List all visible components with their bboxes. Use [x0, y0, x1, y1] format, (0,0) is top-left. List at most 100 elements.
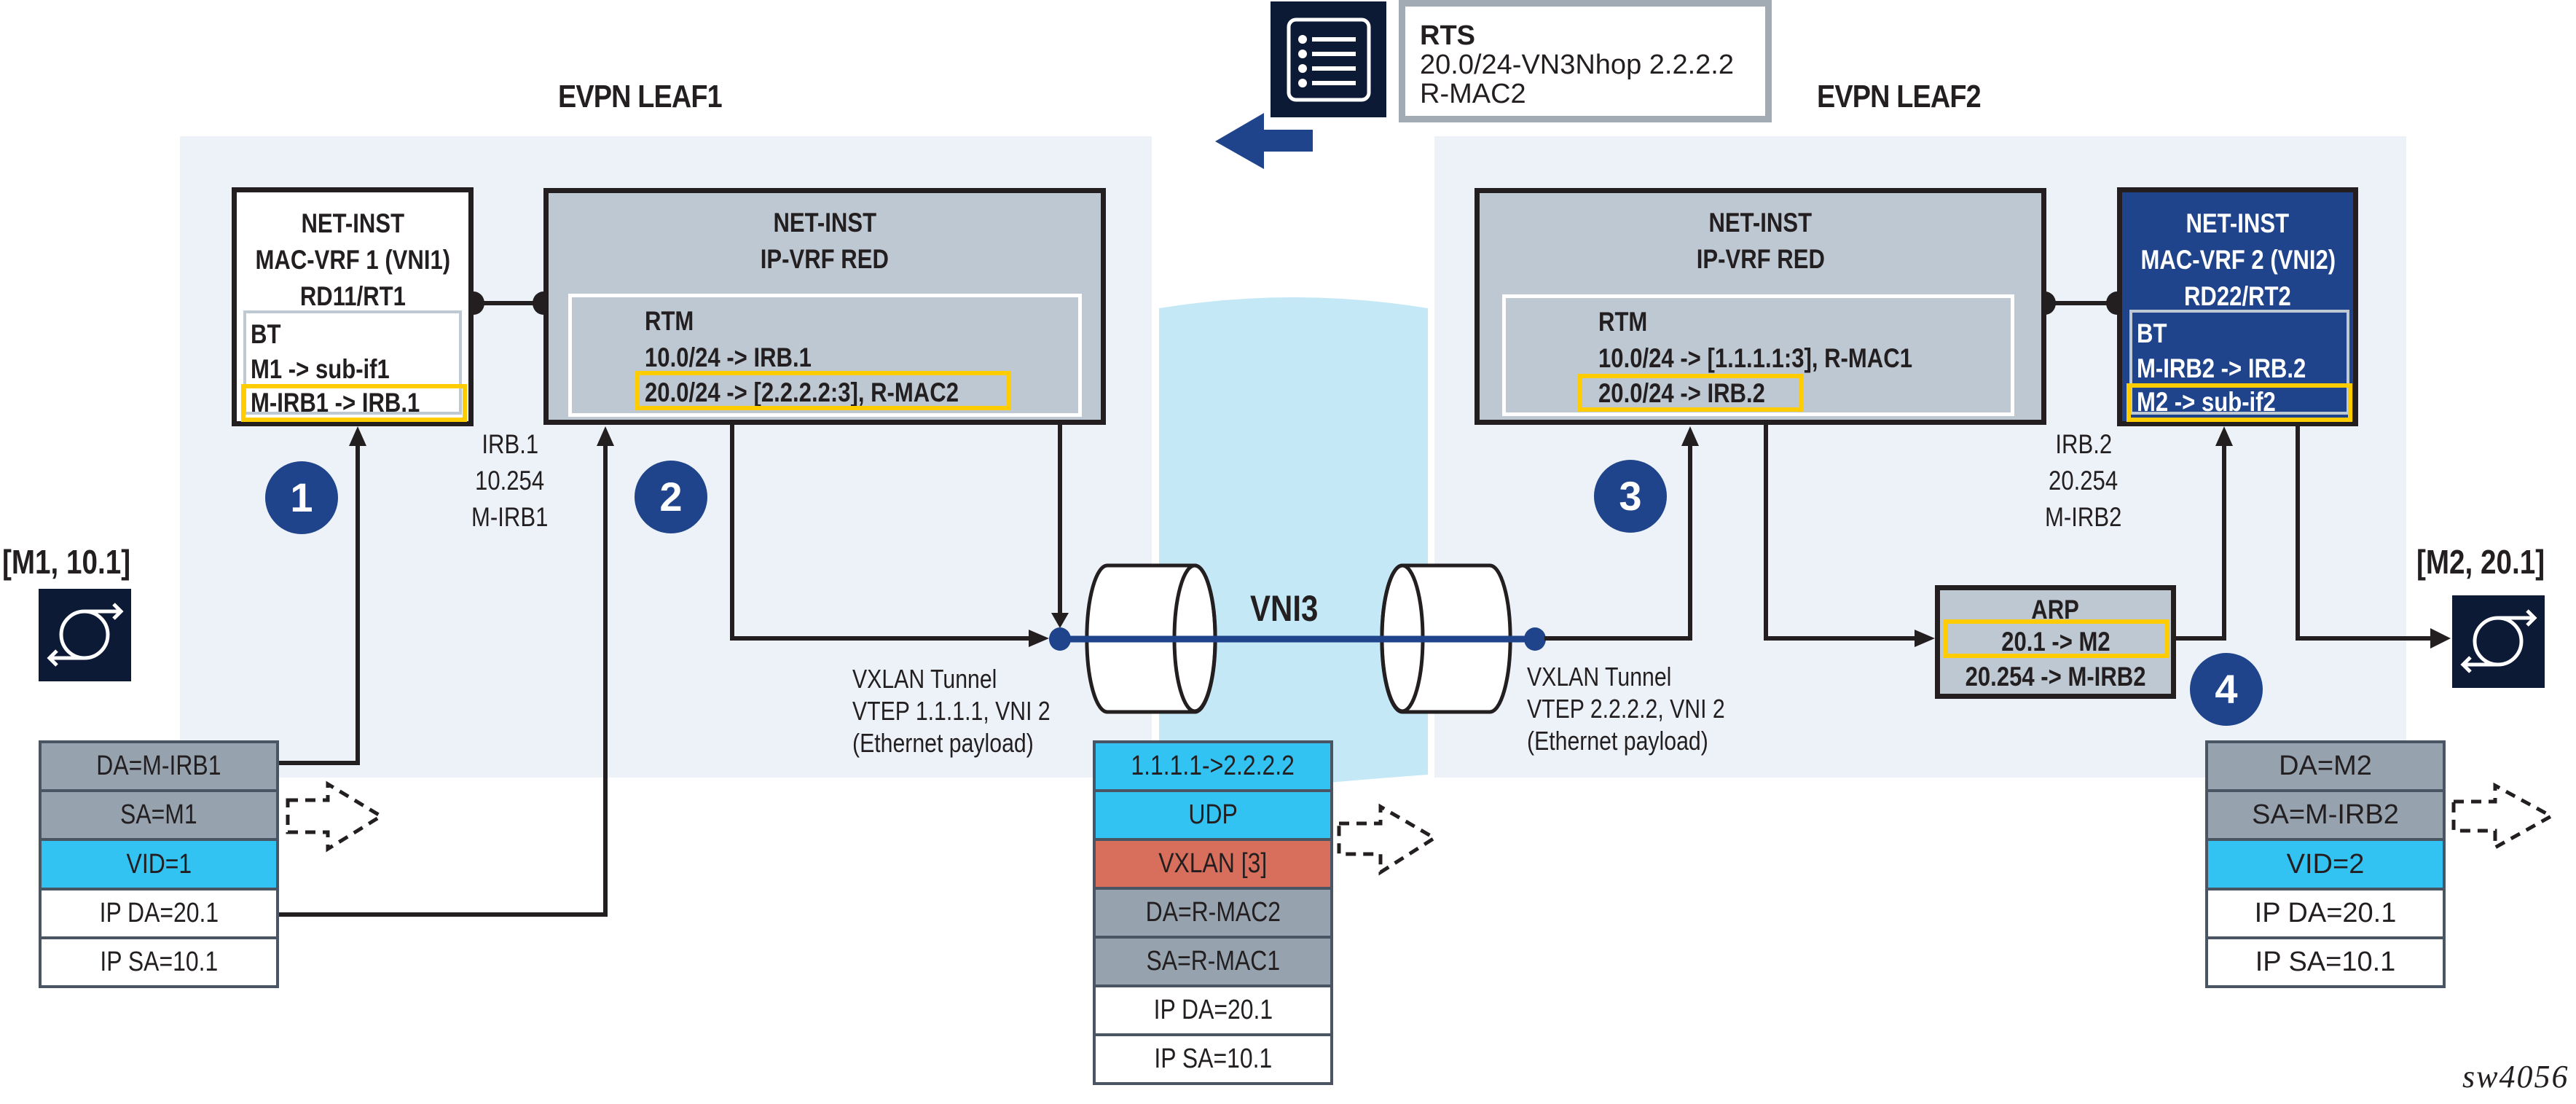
irb-mac: M-IRB2	[2045, 502, 2122, 532]
highlight-box	[635, 371, 1011, 410]
packet-field-text: VXLAN [3]	[1158, 848, 1268, 879]
packet-field-text: DA=R-MAC2	[1145, 897, 1281, 928]
irb-name: IRB.2	[2055, 429, 2112, 459]
highlight-box	[241, 384, 467, 422]
rtm-entry: 20.0/24 -> IRB.2	[1598, 378, 1765, 408]
leaf1-mac-vrf-box[interactable]: NET-INST MAC-VRF 1 (VNI1) RD11/RT1 BT M1…	[232, 187, 474, 426]
flow-line-ipda	[279, 437, 608, 917]
bt-entry: M2 -> sub-if2	[2137, 387, 2276, 417]
dashed-arrow-icon	[2451, 782, 2556, 851]
irb1-label: IRB.1 10.254 M-IRB1	[452, 426, 568, 536]
ip-vrf-name: IP-VRF RED	[1696, 244, 1825, 274]
packet-header-field: IP DA=20.1	[42, 890, 276, 936]
bridge-table: BT M1 -> sub-if1 M-IRB1 -> IRB.1	[243, 310, 462, 418]
step-badge-1: 1	[265, 461, 338, 534]
packet-field-text: IP SA=10.1	[2255, 946, 2396, 977]
packet-header-field: IP DA=20.1	[2208, 890, 2443, 936]
arrow-left-icon	[1215, 113, 1313, 169]
packet-header-field: VID=1	[42, 841, 276, 888]
rtm-title: RTM	[645, 306, 694, 336]
host-left-label: [M1, 10.1]	[2, 543, 131, 581]
bt-title: BT	[251, 319, 281, 349]
packet-field-text: VID=1	[126, 848, 192, 880]
bt-entry: M1 -> sub-if1	[251, 354, 390, 384]
mac-vrf-header: NET-INST	[301, 208, 404, 238]
vtep2-label: VXLAN Tunnel VTEP 2.2.2.2, VNI 2 (Ethern…	[1527, 662, 1725, 756]
mac-vrf-name: MAC-VRF 1 (VNI1)	[255, 245, 451, 275]
irb-name: IRB.1	[482, 429, 538, 459]
figure-id: sw4056	[2462, 1059, 2569, 1095]
packet-field-text: IP DA=20.1	[99, 897, 219, 928]
packet-header-field: SA=M1	[42, 792, 276, 839]
packet-header-field: VXLAN [3]	[1096, 841, 1330, 887]
packet-header-field: IP SA=10.1	[1096, 1036, 1330, 1082]
ip-vrf-name: IP-VRF RED	[760, 244, 890, 274]
rtm-entry: 20.0/24 -> [2.2.2.2:3], R-MAC2	[645, 377, 959, 407]
route-table: RTM 10.0/24 -> [1.1.1.1:3], R-MAC1 20.0/…	[1502, 294, 2014, 416]
mac-vrf-rd-rt: RD11/RT1	[299, 281, 406, 311]
flow-line-tunnel-ipvrf2	[1544, 437, 1692, 641]
packet-header-field: SA=R-MAC1	[1096, 939, 1330, 984]
irb-mac: M-IRB1	[471, 502, 549, 532]
packet-field-text: IP DA=20.1	[1153, 995, 1273, 1025]
flow-line-ipvrf-tunnel	[730, 425, 1042, 641]
rts-box: RTS 20.0/24-VN3Nhop 2.2.2.2 R-MAC2	[1399, 0, 1772, 122]
arp-table-box[interactable]: ARP 20.1 -> M2 20.254 -> M-IRB2	[1935, 585, 2176, 699]
packet-header-field: IP SA=10.1	[42, 939, 276, 986]
packet-field-text: IP SA=10.1	[100, 946, 218, 977]
packet-field-text: IP SA=10.1	[1154, 1044, 1272, 1074]
highlight-box	[1578, 374, 1803, 412]
packet-header-field: DA=M2	[2208, 743, 2443, 790]
host-exchange-icon[interactable]	[2452, 595, 2545, 688]
leaf2-ip-vrf-box[interactable]: NET-INST IP-VRF RED RTM 10.0/24 -> [1.1.…	[1474, 188, 2046, 425]
ip-vrf-header: NET-INST	[1708, 208, 1813, 238]
vtep1-label: VXLAN Tunnel VTEP 1.1.1.1, VNI 2 (Ethern…	[852, 664, 1051, 758]
rts-route: 20.0/24-VN3Nhop 2.2.2.2	[1420, 50, 1734, 80]
arp-entry: 20.254 -> M-IRB2	[1965, 662, 2146, 692]
packet-header-field: DA=M-IRB1	[42, 743, 276, 790]
leaf2-mac-vrf-box[interactable]: NET-INST MAC-VRF 2 (VNI2) RD22/RT2 BT M-…	[2117, 187, 2358, 426]
packet-field-text: SA=M1	[120, 799, 197, 831]
dashed-arrow-icon	[286, 780, 385, 853]
rts-rmac: R-MAC2	[1420, 79, 1526, 109]
vni-band	[1159, 297, 1428, 794]
route-table: RTM 10.0/24 -> IRB.1 20.0/24 -> [2.2.2.2…	[568, 294, 1082, 417]
packet-header-field: IP DA=20.1	[1096, 987, 1330, 1033]
vtep1-dot	[1049, 627, 1071, 651]
bridge-table: BT M-IRB2 -> IRB.2 M2 -> sub-if2	[2129, 310, 2349, 417]
rtm-title: RTM	[1598, 307, 1648, 337]
packet-header-field: 1.1.1.1->2.2.2.2	[1096, 743, 1330, 789]
highlight-box	[2127, 383, 2352, 422]
packet-field-text: SA=R-MAC1	[1146, 946, 1280, 976]
leaf2-title: EVPN LEAF2	[1817, 79, 1982, 114]
list-icon	[1271, 1, 1386, 117]
rtm-entry: 10.0/24 -> [1.1.1.1:3], R-MAC1	[1598, 343, 1912, 373]
packet-header-field: SA=M-IRB2	[2208, 792, 2443, 839]
arp-entry: 20.1 -> M2	[2000, 627, 2110, 657]
packet-header-field: IP SA=10.1	[2208, 939, 2443, 986]
packet-field-text: IP DA=20.1	[2254, 897, 2397, 928]
irb-ip: 10.254	[475, 466, 545, 496]
leaf1-title: EVPN LEAF1	[558, 79, 723, 114]
host-exchange-icon[interactable]	[39, 589, 131, 681]
rts-title: RTS	[1420, 20, 1475, 51]
flow-line-macvrf2-host	[2296, 426, 2433, 641]
irb-ip: 20.254	[2049, 466, 2118, 496]
step-badge-4: 4	[2190, 653, 2263, 726]
host-right-label: [M2, 20.1]	[2416, 543, 2545, 581]
vni-label: VNI3	[1250, 588, 1319, 629]
mac-vrf-header: NET-INST	[2186, 208, 2290, 238]
packet-header-field: VID=2	[2208, 841, 2443, 888]
packet-field-text: 1.1.1.1->2.2.2.2	[1131, 751, 1295, 781]
packet-field-text: SA=M-IRB2	[2252, 799, 2399, 831]
flow-line-ipvrf2-arp	[1764, 425, 1916, 641]
packet-field-text: DA=M-IRB1	[96, 751, 221, 782]
packet-field-text: VID=2	[2286, 848, 2365, 880]
bt-entry: M-IRB2 -> IRB.2	[2137, 353, 2306, 383]
irb2-label: IRB.2 20.254 M-IRB2	[2025, 426, 2142, 536]
flow-line-da	[279, 437, 360, 765]
leaf1-ip-vrf-box[interactable]: NET-INST IP-VRF RED RTM 10.0/24 -> IRB.1…	[543, 188, 1106, 425]
